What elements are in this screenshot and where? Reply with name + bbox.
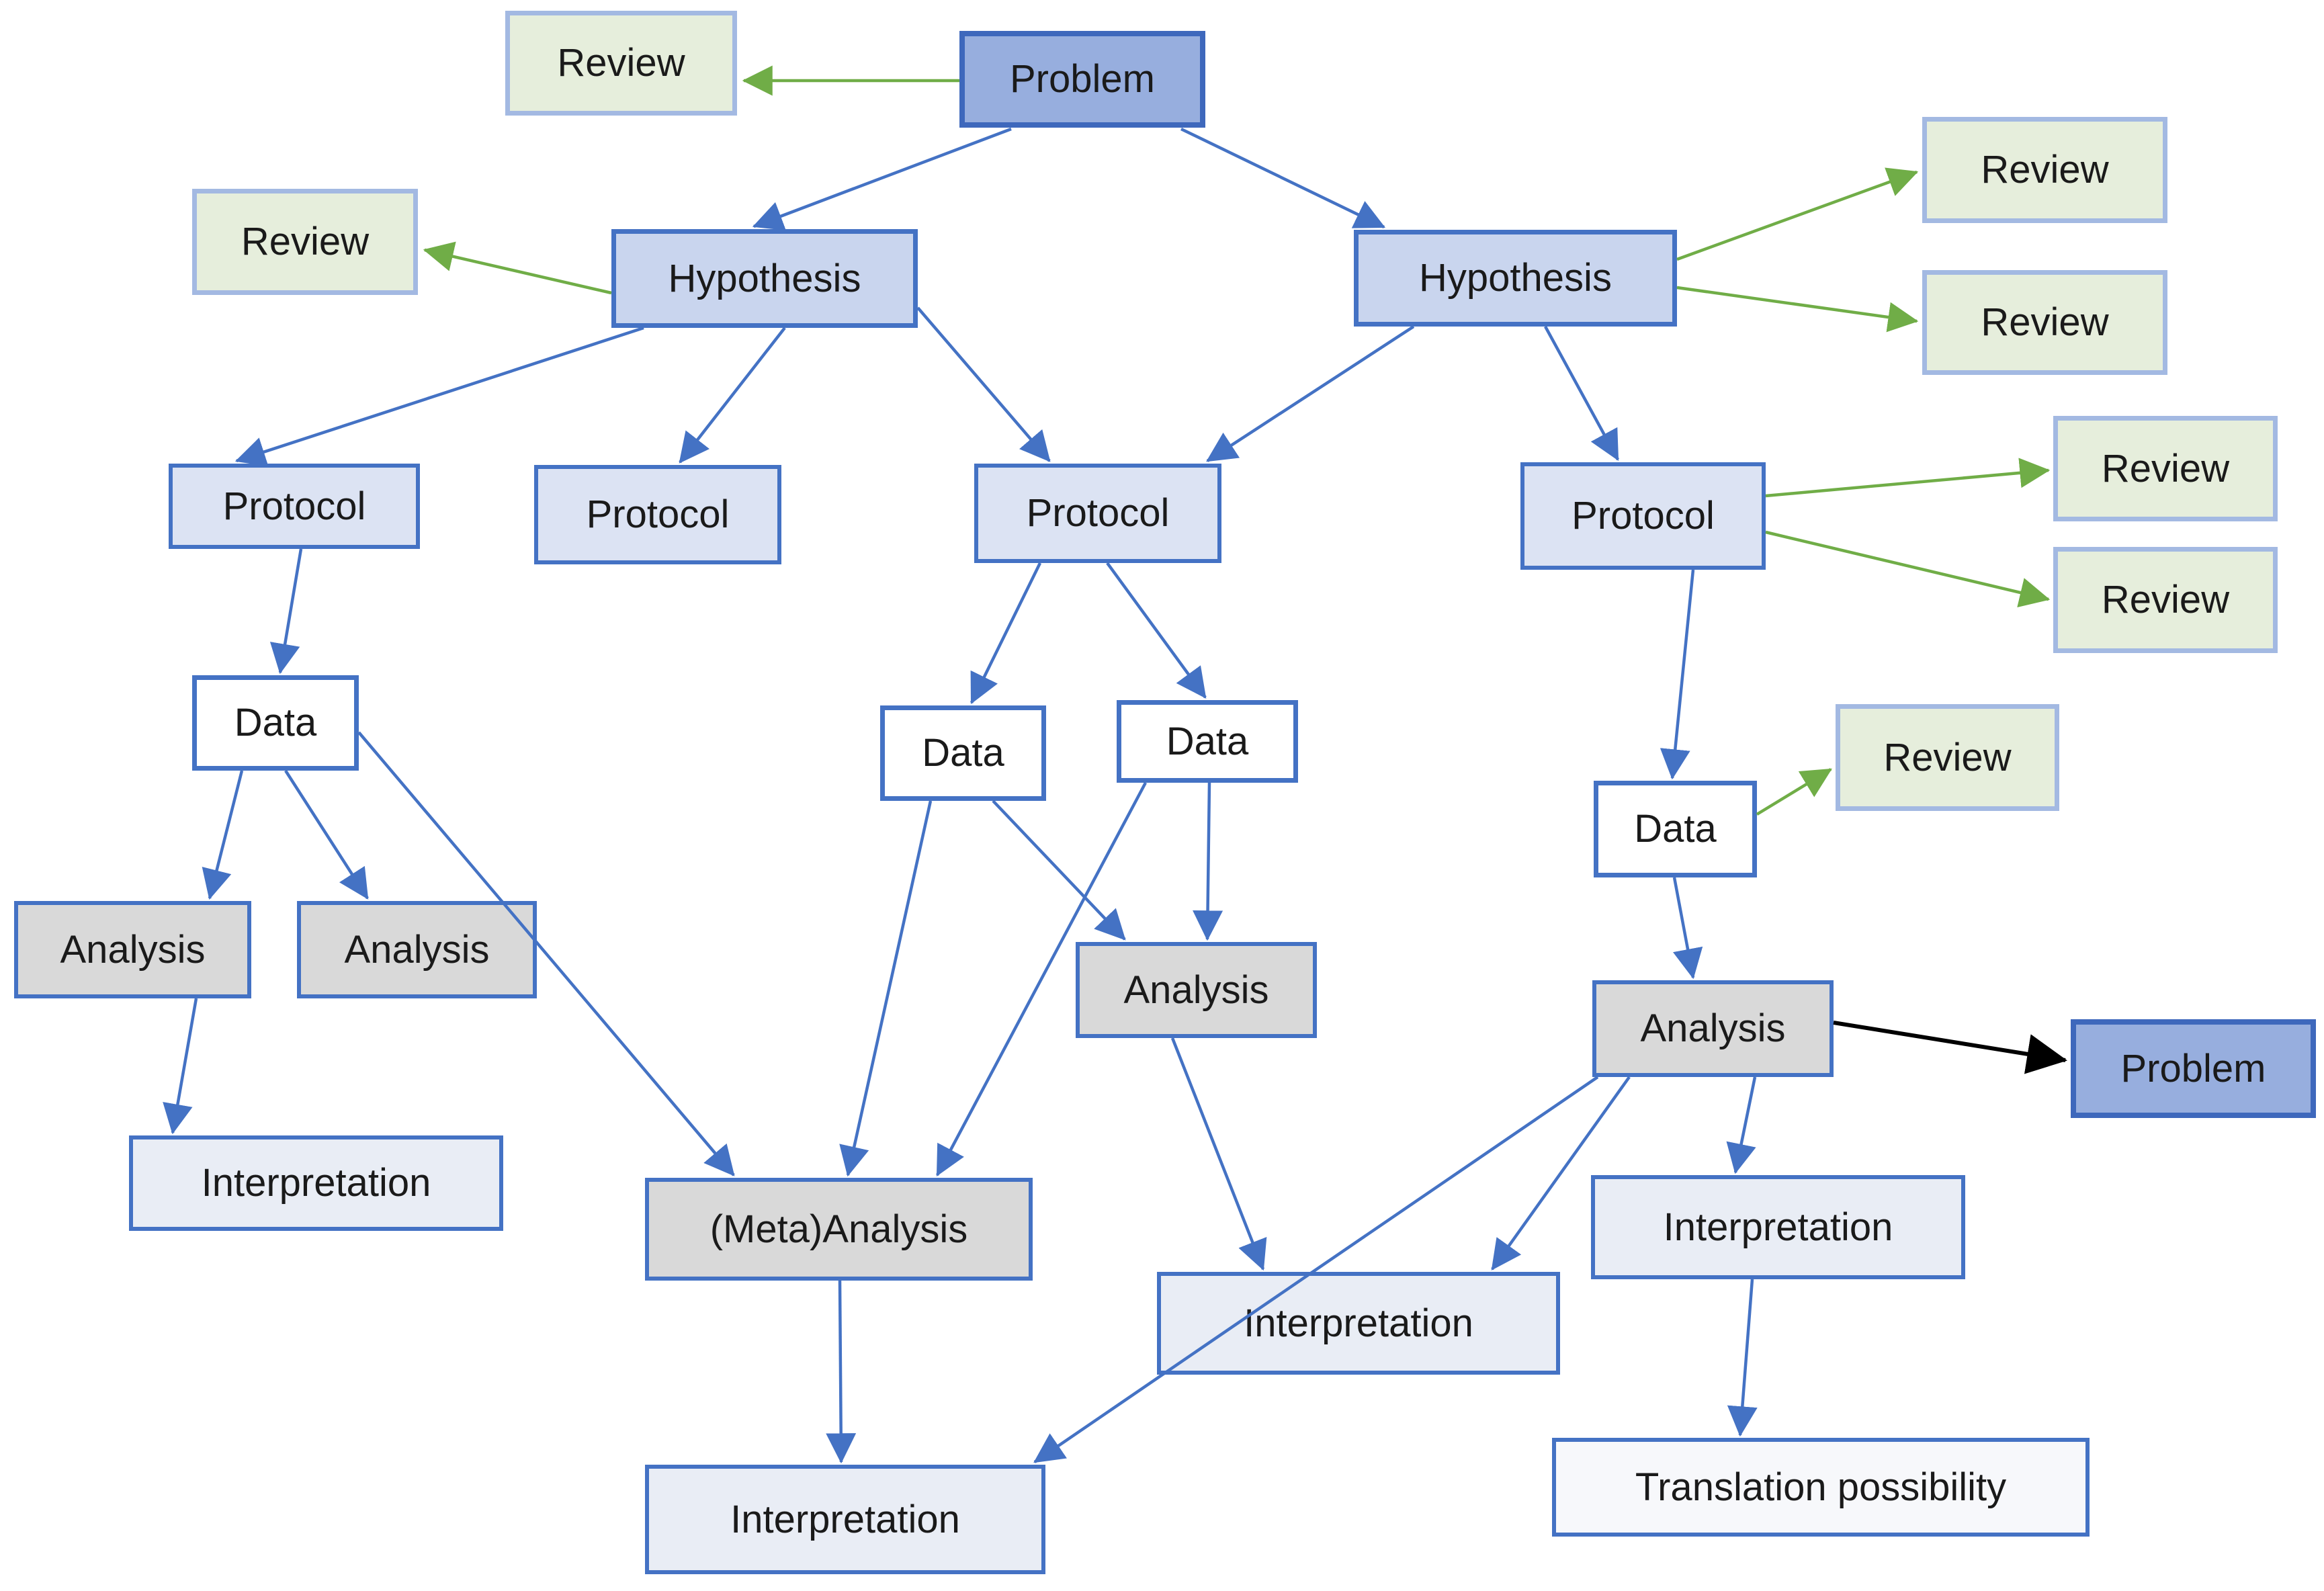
analysis-1-label: Analysis bbox=[60, 927, 206, 972]
node-interpretation-left: Interpretation bbox=[129, 1135, 503, 1231]
translation-label: Translation possibility bbox=[1635, 1465, 2007, 1509]
review-left-label: Review bbox=[241, 220, 370, 263]
node-data-4: Data bbox=[1594, 781, 1757, 877]
edge-data-2-to-analysis-mid bbox=[992, 800, 1126, 941]
node-data-1: Data bbox=[192, 675, 359, 771]
interpretation-bottom-label: Interpretation bbox=[730, 1497, 960, 1541]
edge-analysis-right-to-interpretation-right bbox=[1726, 1076, 1757, 1174]
edge-hypothesis-left-to-protocol-3 bbox=[916, 306, 1051, 462]
node-protocol-3: Protocol bbox=[974, 464, 1221, 563]
edge-analysis-mid-to-interpretation-mid bbox=[1170, 1037, 1267, 1271]
analysis-2-label: Analysis bbox=[344, 927, 490, 972]
hypothesis-left-label: Hypothesis bbox=[668, 256, 861, 300]
interpretation-left-label: Interpretation bbox=[201, 1161, 431, 1205]
protocol-4-label: Protocol bbox=[1572, 494, 1715, 538]
edge-data-3-to-analysis-mid bbox=[1193, 782, 1223, 941]
node-interpretation-bottom: Interpretation bbox=[645, 1465, 1045, 1574]
edge-protocol-4-to-data-4 bbox=[1660, 569, 1695, 780]
data-2-label: Data bbox=[922, 731, 1004, 775]
edge-protocol-4-to-review-right-3 bbox=[1765, 458, 2051, 498]
node-interpretation-mid: Interpretation bbox=[1157, 1272, 1560, 1375]
edge-data-1-to-analysis-1 bbox=[202, 770, 244, 900]
edge-protocol-3-to-data-2 bbox=[970, 562, 1042, 705]
review-right-4-label: Review bbox=[2101, 578, 2230, 621]
node-problem-right: Problem bbox=[2071, 1019, 2316, 1118]
node-analysis-right: Analysis bbox=[1592, 980, 1834, 1077]
review-top-left-label: Review bbox=[557, 41, 685, 85]
edge-data-4-to-analysis-right bbox=[1672, 877, 1703, 980]
edge-protocol-3-to-data-3 bbox=[1106, 562, 1207, 699]
node-review-right-2: Review bbox=[1922, 270, 2167, 375]
node-review-right-1: Review bbox=[1922, 117, 2167, 223]
node-translation: Translation possibility bbox=[1552, 1438, 2090, 1537]
edge-hypothesis-right-to-review-right-2 bbox=[1676, 286, 1919, 333]
edge-interpretation-right-to-translation bbox=[1727, 1279, 1758, 1437]
node-protocol-1: Protocol bbox=[169, 464, 420, 549]
review-right-1-label: Review bbox=[1981, 148, 2109, 191]
node-data-2: Data bbox=[880, 705, 1046, 801]
node-interpretation-right: Interpretation bbox=[1591, 1175, 1965, 1279]
review-data-label: Review bbox=[1883, 735, 2012, 779]
review-right-2-label: Review bbox=[1981, 300, 2109, 344]
node-hypothesis-left: Hypothesis bbox=[611, 229, 918, 328]
edge-data-4-to-review-data bbox=[1756, 768, 1832, 816]
node-problem-top: Problem bbox=[959, 31, 1205, 128]
edge-data-1-to-analysis-2 bbox=[284, 769, 369, 900]
node-review-top-left: Review bbox=[505, 11, 737, 116]
edge-analysis-1-to-interpretation-left bbox=[163, 998, 198, 1135]
problem-right-label: Problem bbox=[2120, 1046, 2266, 1090]
node-review-left: Review bbox=[192, 189, 418, 295]
edge-data-2-to-meta-analysis bbox=[839, 800, 933, 1177]
protocol-2-label: Protocol bbox=[586, 492, 730, 536]
edge-hypothesis-right-to-protocol-3 bbox=[1206, 325, 1415, 462]
node-review-right-3: Review bbox=[2053, 416, 2278, 521]
edge-problem-top-to-hypothesis-right bbox=[1180, 127, 1386, 229]
node-protocol-2: Protocol bbox=[534, 465, 781, 564]
node-meta-analysis: (Meta)Analysis bbox=[645, 1178, 1033, 1281]
edge-problem-top-to-hypothesis-left bbox=[752, 127, 1012, 230]
edge-hypothesis-right-to-protocol-4 bbox=[1544, 325, 1619, 461]
hypothesis-right-label: Hypothesis bbox=[1419, 256, 1612, 300]
node-review-data: Review bbox=[1836, 704, 2059, 811]
node-analysis-2: Analysis bbox=[297, 901, 537, 998]
review-right-3-label: Review bbox=[2101, 446, 2230, 490]
edge-analysis-right-to-problem-right bbox=[1833, 1021, 2067, 1074]
edge-hypothesis-left-to-protocol-2 bbox=[679, 327, 786, 464]
data-4-label: Data bbox=[1634, 807, 1717, 851]
node-review-right-4: Review bbox=[2053, 547, 2278, 653]
node-analysis-1: Analysis bbox=[14, 901, 251, 998]
meta-analysis-label: (Meta)Analysis bbox=[709, 1207, 968, 1251]
data-3-label: Data bbox=[1166, 719, 1249, 763]
edge-hypothesis-right-to-review-right-1 bbox=[1676, 167, 1919, 261]
problem-top-label: Problem bbox=[1010, 57, 1155, 101]
data-1-label: Data bbox=[234, 701, 317, 744]
interpretation-right-label: Interpretation bbox=[1663, 1205, 1893, 1249]
analysis-mid-label: Analysis bbox=[1123, 968, 1269, 1012]
edge-hypothesis-left-to-review-left bbox=[423, 241, 612, 295]
edge-hypothesis-left-to-protocol-1 bbox=[234, 326, 644, 467]
edge-meta-analysis-to-interpretation-bottom bbox=[826, 1280, 857, 1464]
node-protocol-4: Protocol bbox=[1520, 462, 1766, 570]
protocol-3-label: Protocol bbox=[1026, 491, 1170, 535]
edge-analysis-right-to-interpretation-bottom bbox=[1033, 1076, 1599, 1463]
edge-protocol-1-to-data-1 bbox=[269, 548, 303, 675]
protocol-1-label: Protocol bbox=[222, 484, 366, 528]
node-hypothesis-right: Hypothesis bbox=[1354, 230, 1677, 327]
interpretation-mid-label: Interpretation bbox=[1244, 1301, 1473, 1345]
analysis-right-label: Analysis bbox=[1640, 1006, 1786, 1050]
node-data-3: Data bbox=[1117, 700, 1298, 783]
node-analysis-mid: Analysis bbox=[1076, 942, 1317, 1038]
edge-protocol-4-to-review-right-4 bbox=[1765, 530, 2051, 608]
